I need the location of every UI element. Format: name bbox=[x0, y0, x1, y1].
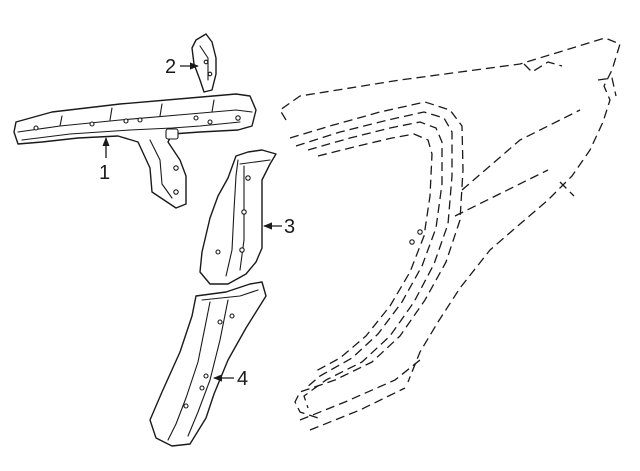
callout-4: 4 bbox=[213, 368, 248, 390]
callout-1-label: 1 bbox=[99, 162, 110, 184]
part-1-upper-rail bbox=[13, 93, 257, 209]
callout-1: 1 bbox=[99, 137, 110, 184]
panel-hole-a bbox=[409, 239, 415, 245]
callout-2-label: 2 bbox=[165, 56, 176, 78]
quarter-panel-outline bbox=[279, 37, 621, 431]
callout-2: 2 bbox=[165, 56, 199, 78]
part-4-lower-pillar bbox=[149, 281, 267, 447]
callout-3: 3 bbox=[263, 216, 295, 238]
part-3-pillar-reinforcement bbox=[199, 149, 277, 285]
callout-4-label: 4 bbox=[237, 368, 248, 390]
part-2-bracket bbox=[191, 33, 217, 93]
callout-3-label: 3 bbox=[284, 216, 295, 238]
panel-hole-b bbox=[417, 229, 423, 235]
